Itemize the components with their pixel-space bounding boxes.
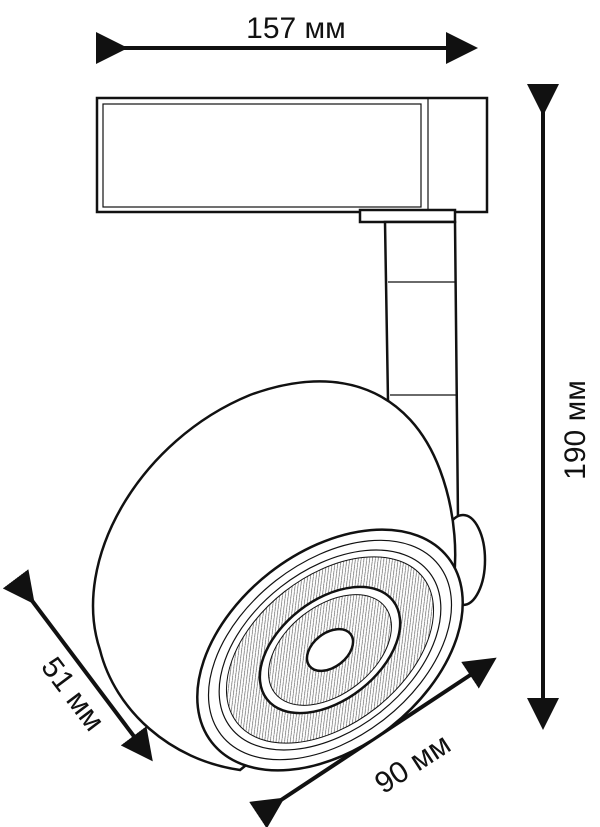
depth-arrow xyxy=(2,569,153,762)
height-label: 190 мм xyxy=(559,380,592,480)
depth-label: 51 мм xyxy=(34,651,110,737)
lens xyxy=(305,627,355,673)
diameter-label: 90 мм xyxy=(369,728,457,801)
lamp-face xyxy=(196,528,464,772)
width-label: 157 мм xyxy=(246,12,346,45)
track-adapter xyxy=(95,96,489,224)
